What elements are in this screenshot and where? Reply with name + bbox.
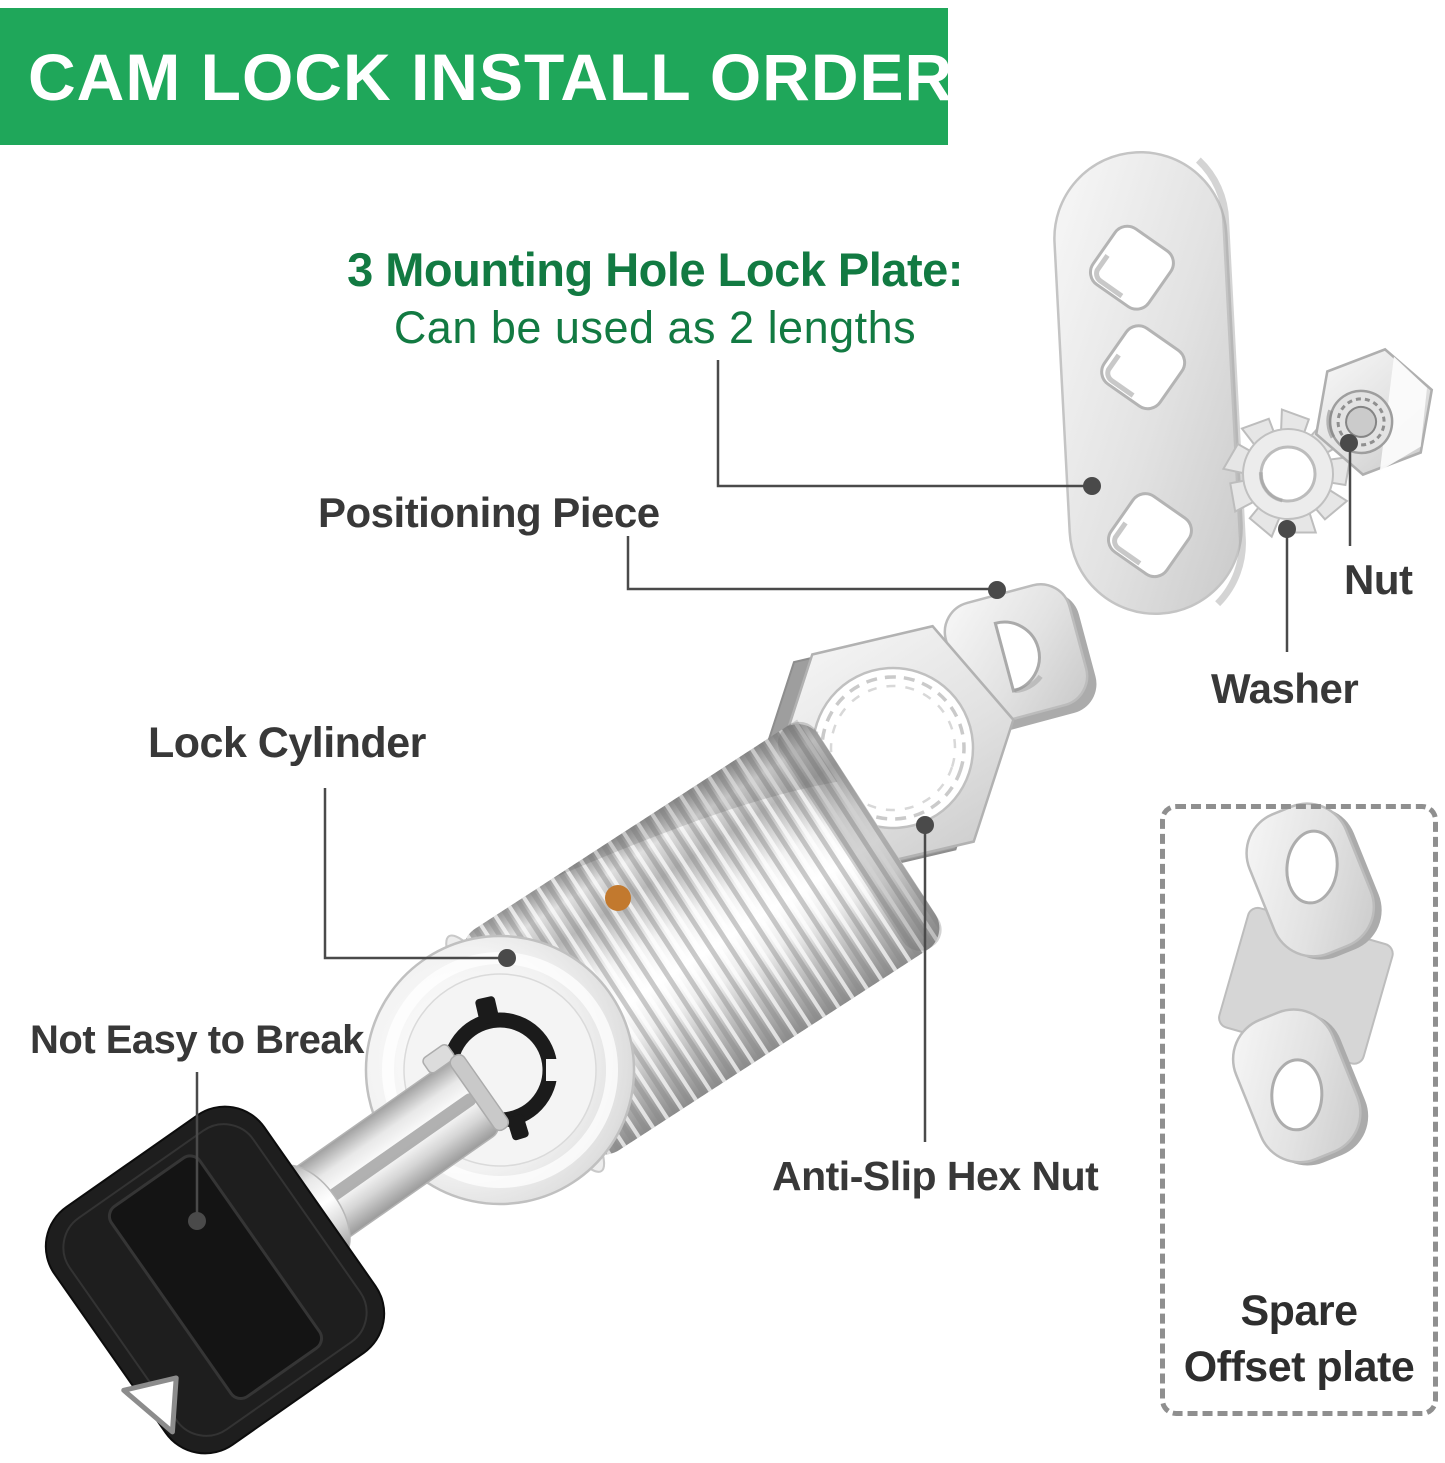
leader-dot-key	[188, 1212, 206, 1230]
spare-offset-plate-graphic	[1218, 802, 1394, 1166]
lock-plate-graphic	[1053, 150, 1246, 616]
label-washer: Washer	[1211, 665, 1359, 712]
heading-line1: 3 Mounting Hole Lock Plate:	[347, 243, 963, 296]
label-lock-cylinder: Lock Cylinder	[148, 719, 426, 767]
leader-lock-cylinder	[323, 788, 500, 960]
page-title: CAM LOCK INSTALL ORDER	[28, 39, 954, 114]
leader-positioning-piece	[626, 536, 990, 591]
leader-dot-anti-slip-hex-nut	[916, 816, 934, 834]
spare-caption-line2: Offset plate	[1183, 1343, 1415, 1391]
orange-alignment-dot	[605, 885, 631, 911]
lock-plate-heading: 3 Mounting Hole Lock Plate: Can be used …	[235, 242, 1075, 354]
label-positioning-piece: Positioning Piece	[318, 489, 660, 536]
leader-dot-positioning-piece	[988, 581, 1006, 599]
leader-dot-lock-plate	[1083, 477, 1101, 495]
heading-line2: Can be used as 2 lengths	[393, 302, 917, 353]
spare-caption-line1: Spare	[1240, 1287, 1358, 1335]
star-washer-graphic	[1221, 408, 1352, 539]
title-banner: CAM LOCK INSTALL ORDER	[0, 8, 952, 145]
key-graphic	[44, 1044, 510, 1455]
label-anti-slip-hex-nut: Anti-Slip Hex Nut	[772, 1153, 1099, 1199]
label-not-easy-to-break: Not Easy to Break	[30, 1018, 364, 1062]
leader-dot-washer	[1278, 520, 1296, 538]
spare-offset-plate-box: Spare Offset plate	[1160, 804, 1438, 1416]
key-triangle-hole	[121, 1375, 179, 1435]
lock-cylinder-graphic	[364, 719, 942, 1206]
leader-lines	[188, 360, 1358, 1230]
leader-dot-lock-cylinder	[498, 949, 516, 967]
leader-lock-plate	[716, 360, 1088, 488]
spare-offset-plate-caption: Spare Offset plate	[1165, 1283, 1433, 1395]
label-nut: Nut	[1344, 556, 1413, 603]
leader-dot-nut	[1340, 434, 1358, 452]
